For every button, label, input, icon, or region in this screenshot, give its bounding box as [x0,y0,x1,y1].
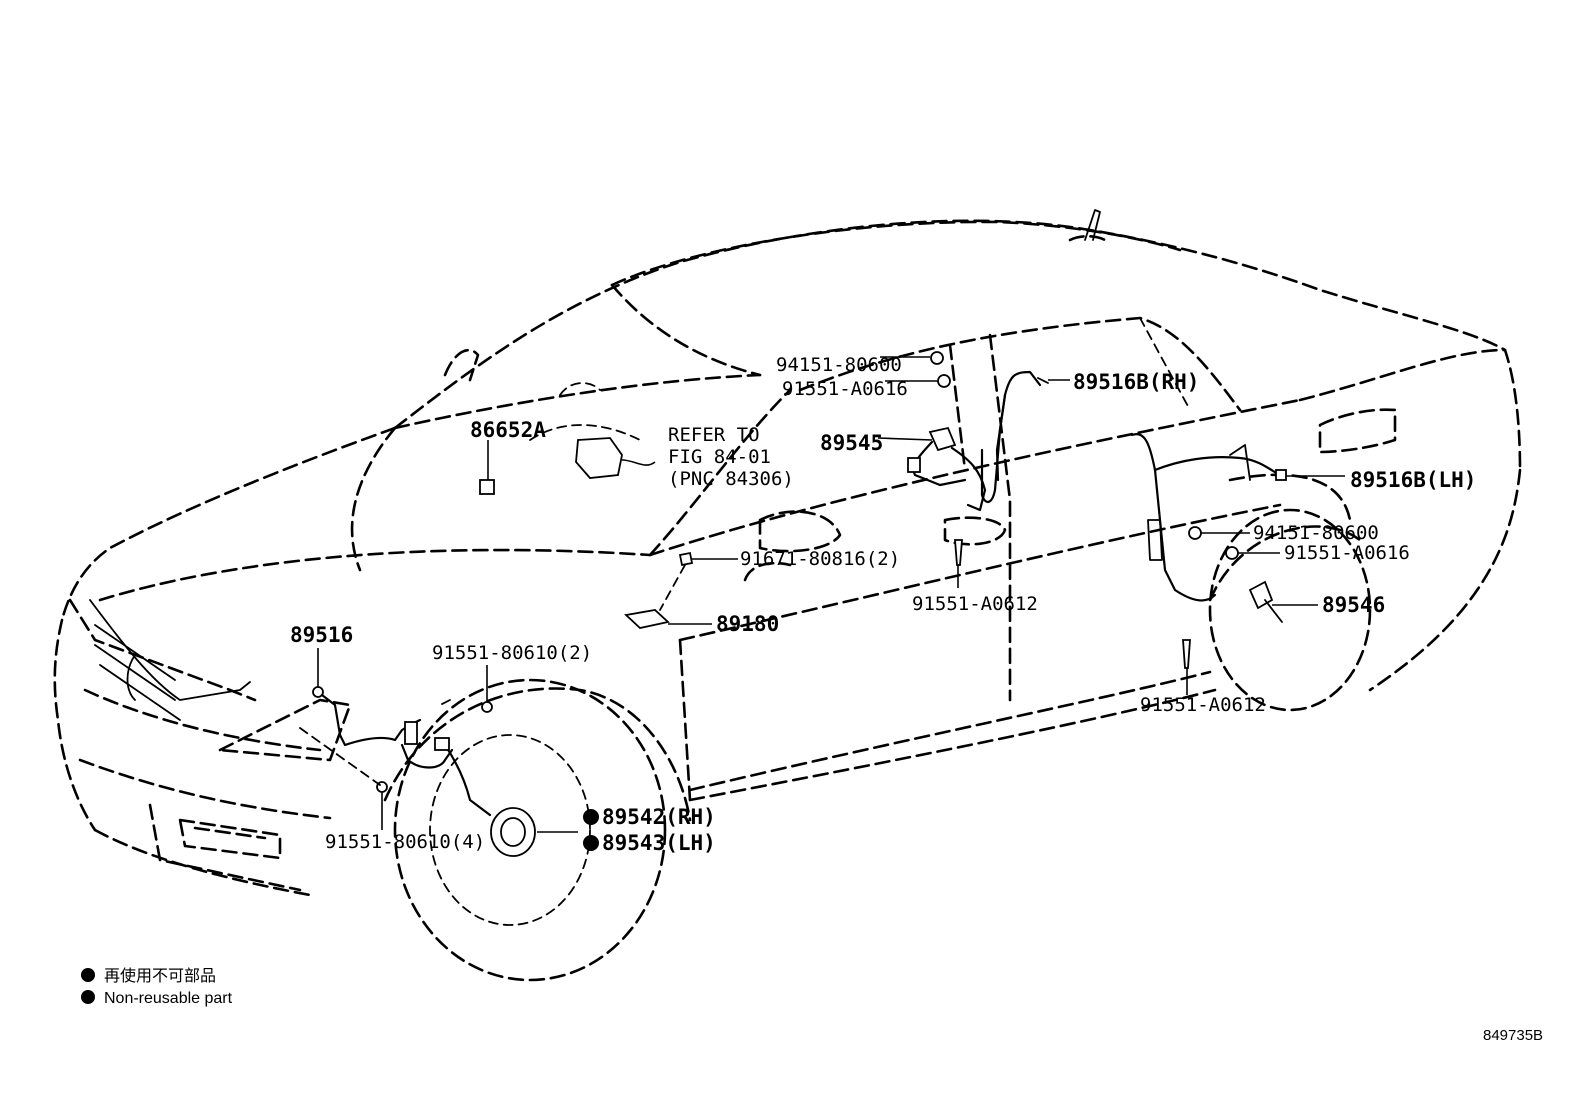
steering-sensor-shape [575,437,623,479]
label-89543-lh: 89543(LH) [602,831,716,855]
non-reusable-mark-89543 [583,835,599,851]
legend-bullet-en [81,990,95,1004]
legend-text-en: Non-reusable part [104,990,233,1007]
label-94151-top: 94151-80600 [776,354,902,376]
bolt-91671-shape [678,551,694,567]
label-refer-line1: REFER TO [668,424,760,446]
non-reusable-mark-89542 [583,809,599,825]
label-91551-80610-4: 91551-80610(4) [325,831,485,853]
label-91551-80610-2: 91551-80610(2) [432,642,592,664]
label-refer-line3: (PNC 84306) [668,468,794,490]
connector-89545-shape [907,457,921,473]
parts-wiring [81,351,1345,1004]
bolt-91551-a0612-mid-shape [954,539,963,566]
label-86652a: 86652A [470,418,546,442]
part-labels: 86652A REFER TO FIG 84-01 (PNC 84306) 94… [290,354,1476,855]
bolt-91551-a0616-right-shape [1225,546,1239,560]
figure-id: 849735B [1483,1027,1543,1044]
sensor-rotor-shape [490,807,536,857]
label-89516: 89516 [290,623,353,647]
bolt-91551-80610-2-shape [481,701,493,713]
yaw-sensor-89180-shape [624,609,670,629]
label-89545: 89545 [820,431,883,455]
label-89546: 89546 [1322,593,1385,617]
label-89180: 89180 [716,612,779,636]
label-89516b-lh: 89516B(LH) [1350,468,1476,492]
label-89542-rh: 89542(RH) [602,805,716,829]
connector-89516b-lh-shape [1275,469,1287,481]
nut-94151-top-shape [930,351,944,365]
legend-text-jp: 再使用不可部品 [104,967,216,985]
label-89516b-rh: 89516B(RH) [1073,370,1199,394]
legend: 再使用不可部品 Non-reusable part [104,967,233,1007]
sensor-89545-shape [928,426,957,452]
label-refer-line2: FIG 84-01 [668,446,771,468]
label-91671: 91671-80816(2) [740,548,900,570]
part-86652a-shape [479,479,495,495]
bracket-89516-shape [404,721,418,745]
label-91551-a0612-right: 91551-A0612 [1140,694,1266,716]
legend-bullet-jp [81,968,95,982]
label-94151-right: 94151-80600 [1253,522,1379,544]
car-body-outline [53,209,1522,982]
bolt-91551-a0612-right-shape [1182,639,1191,669]
nut-94151-right-shape [1188,526,1202,540]
label-91551-a0616-right: 91551-A0616 [1284,542,1410,564]
label-91551-a0616-top: 91551-A0616 [782,378,908,400]
clip-89516-shape [434,737,450,751]
label-91551-a0612-mid: 91551-A0612 [912,593,1038,615]
bolt-91551-a0616-top-shape [937,374,951,388]
